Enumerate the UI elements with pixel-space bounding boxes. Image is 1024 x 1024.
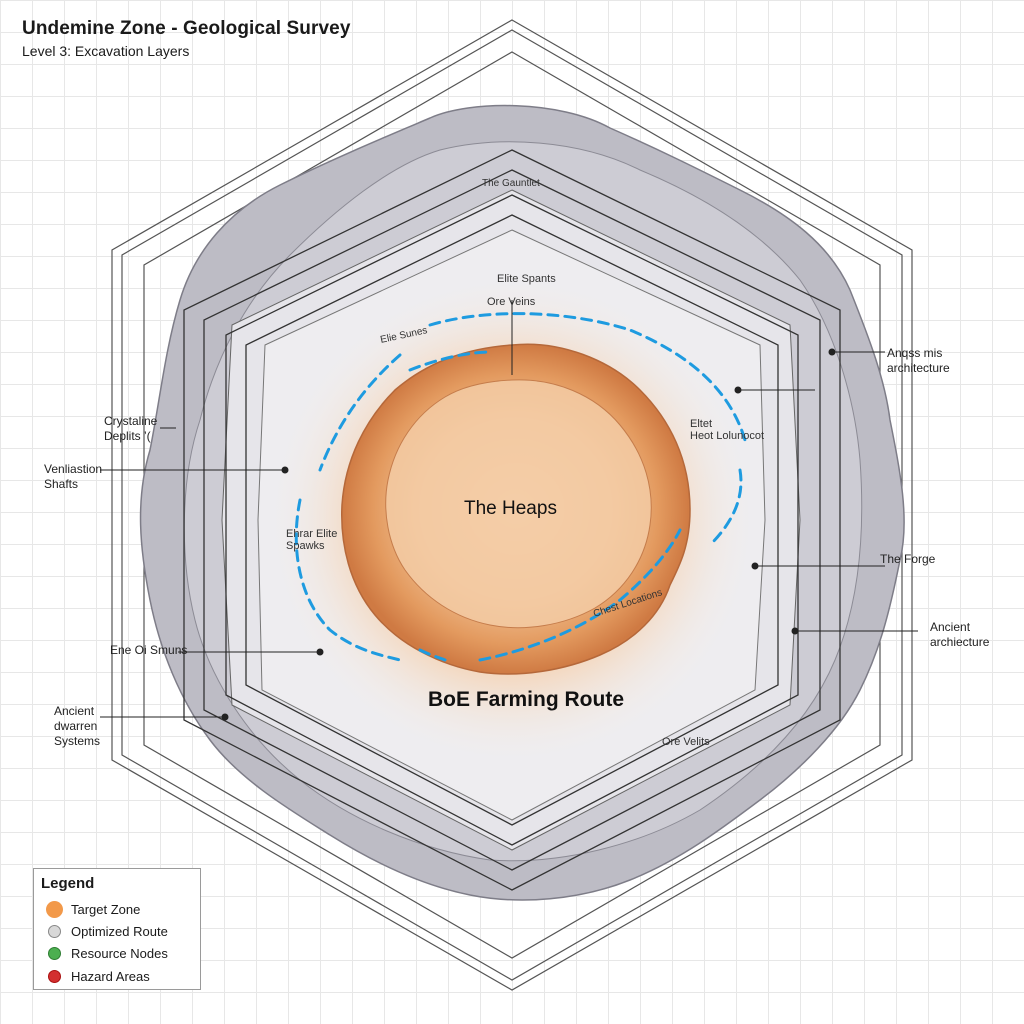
legend-item-resource-nodes: Resource Nodes [46,946,168,961]
heaps-core-inner [385,379,652,629]
label-gauntlet: The Gauntlet [482,178,540,189]
legend-item-optimized-route: Optimized Route [46,924,168,939]
resource-nodes-swatch-icon [48,947,61,960]
legend-title: Legend [41,875,95,892]
map-subtitle: Level 3: Excavation Layers [22,43,190,59]
map-header: Undemine Zone - Geological Survey Level … [22,18,350,59]
callout-crystaline: Crystaline Deplits ’( [104,414,158,443]
legend: Legend Target Zone Optimized Route Resou… [33,868,201,990]
legend-item-target-zone: Target Zone [46,901,140,918]
callout-the-forge: The Forge [880,552,936,566]
label-ore-veins-top: Ore Veins [487,296,536,308]
callout-ancient-dwarren: Ancient dwarren Systems [54,704,101,748]
callout-ore-spawns: Ene Oi Smuns [110,643,188,657]
legend-label: Target Zone [71,902,141,917]
excavation-layers [183,149,841,891]
route-label: BoE Farming Route [428,688,625,711]
legend-label: Hazard Areas [71,969,150,984]
legend-item-hazard-areas: Hazard Areas [46,969,150,984]
label-elite-elite: Ehrar Elite Spawks [286,528,338,552]
map-title: Undemine Zone - Geological Survey [22,18,351,39]
label-ore-veins-bottom: Ore Velits [662,736,710,748]
label-elite-spawns: Elite Spants [497,273,556,285]
target-zone-swatch-icon [46,901,63,918]
label-elite-hot: Eltet Heot Lolunocot [690,418,764,442]
outer-hex-frames [111,19,913,991]
map-center-label: The Heaps [464,498,557,519]
optimized-route-swatch-icon [48,925,61,938]
hazard-areas-swatch-icon [48,970,61,983]
callout-ancient-archiecture: Ancient archiecture [930,620,990,649]
callout-architecture-top: Anqss mis architecture [887,346,950,375]
legend-label: Resource Nodes [71,946,168,961]
farming-route [294,312,747,662]
callout-ventilation: Venliastion Shafts [44,462,103,491]
callout-leaders [100,300,918,721]
legend-label: Optimized Route [71,924,168,939]
